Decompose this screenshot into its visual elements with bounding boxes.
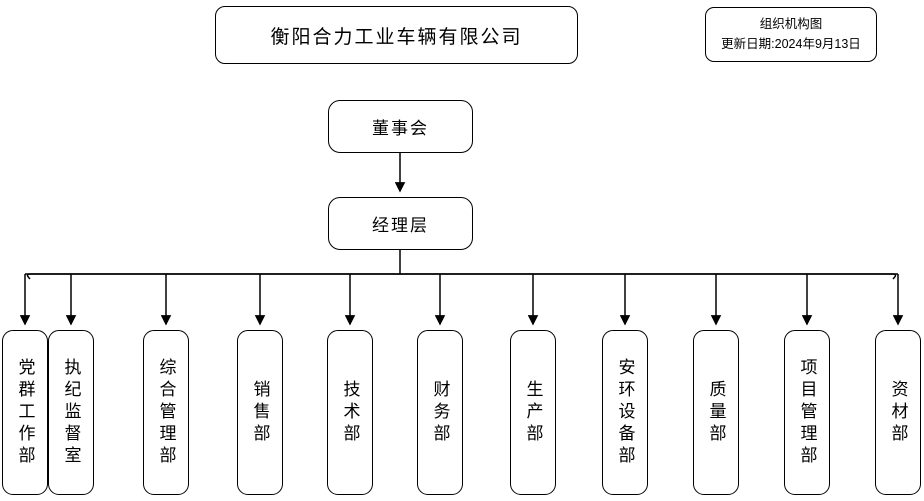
department-label: 安环设备部 <box>615 357 635 468</box>
company-title-text: 衡阳合力工业车辆有限公司 <box>270 26 523 48</box>
node-department-finance: 财务部 <box>417 330 463 495</box>
department-label: 项目管理部 <box>797 357 817 468</box>
node-department-materials: 资材部 <box>875 330 921 495</box>
horizontal-bus-line <box>26 273 897 280</box>
node-department-general-management: 综合管理部 <box>143 330 189 495</box>
department-label: 党群工作部 <box>15 357 35 468</box>
node-board-label: 董事会 <box>372 119 429 138</box>
node-department-safety-equipment: 安环设备部 <box>602 330 648 495</box>
node-management-layer: 经理层 <box>328 197 473 250</box>
node-management-label: 经理层 <box>372 216 429 235</box>
department-label: 资材部 <box>888 379 908 446</box>
node-department-production: 生产部 <box>510 330 556 495</box>
node-board-of-directors: 董事会 <box>328 100 473 153</box>
department-label: 综合管理部 <box>156 357 176 468</box>
chart-info-box: 组织机构图 更新日期:2024年9月13日 <box>705 7 877 62</box>
department-label: 销售部 <box>250 379 270 446</box>
company-title-box: 衡阳合力工业车辆有限公司 <box>215 6 578 64</box>
update-date-text: 更新日期:2024年9月13日 <box>721 36 861 51</box>
department-label: 生产部 <box>523 379 543 446</box>
node-department-discipline-office: 执纪监督室 <box>48 330 94 495</box>
node-department-project-management: 项目管理部 <box>784 330 830 495</box>
node-department-quality: 质量部 <box>693 330 739 495</box>
node-department-technology: 技术部 <box>327 330 373 495</box>
node-department-party-mass-work: 党群工作部 <box>2 330 48 495</box>
department-label: 财务部 <box>430 379 450 446</box>
department-label: 技术部 <box>340 379 360 446</box>
chart-title-text: 组织机构图 <box>759 17 823 32</box>
department-label: 质量部 <box>706 379 726 446</box>
department-label: 执纪监督室 <box>61 357 81 468</box>
node-department-sales: 销售部 <box>237 330 283 495</box>
